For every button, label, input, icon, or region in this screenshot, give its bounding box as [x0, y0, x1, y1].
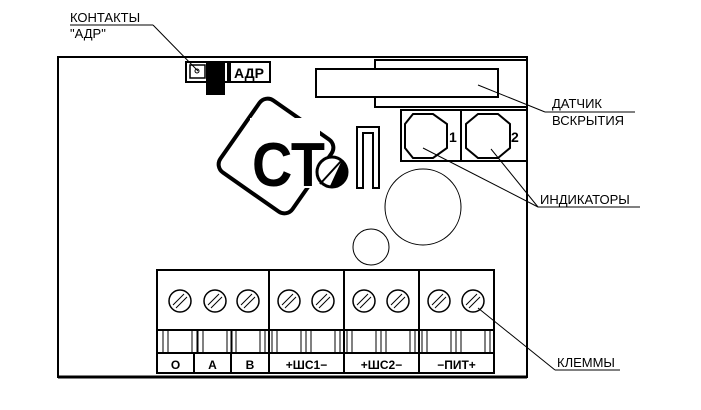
callout-indicators-text: ИНДИКАТОРЫ	[540, 192, 630, 207]
antenna-trace	[356, 126, 380, 189]
terminal-screw	[271, 289, 307, 354]
callout-contacts-line1: КОНТАКТЫ	[70, 10, 140, 25]
terminal-screw	[305, 289, 341, 354]
terminal-screw	[380, 289, 416, 354]
tamper-sensor	[315, 59, 528, 108]
terminal-screw	[197, 289, 233, 354]
terminal-screw	[455, 289, 491, 354]
logo: СТ	[216, 96, 349, 216]
indicators: 1 2	[400, 109, 528, 162]
indicator-led-1	[404, 113, 448, 159]
terminal-screw	[421, 289, 457, 354]
indicator-1-label: 1	[449, 129, 457, 145]
terminal-screw	[230, 289, 266, 354]
callout-sensor-line1: ДАТЧИК	[552, 96, 602, 111]
callout-indicators: ИНДИКАТОРЫ	[422, 147, 640, 208]
callout-contacts: КОНТАКТЫ "АДР"	[70, 10, 199, 72]
terminal-label: −ПИТ+	[437, 358, 476, 372]
callout-terminals: КЛЕММЫ	[477, 307, 620, 371]
adr-label: АДР	[234, 65, 264, 81]
small-round-component	[352, 228, 390, 266]
logo-text: СТ	[252, 131, 325, 199]
adr-jumper: АДР	[185, 61, 271, 95]
terminal-label: +ШС1−	[286, 358, 327, 372]
terminal-label: А	[208, 358, 217, 372]
large-round-component	[384, 168, 462, 246]
callout-sensor-line2: ВСКРЫТИЯ	[552, 113, 624, 128]
callout-contacts-line2: "АДР"	[70, 26, 106, 41]
terminal-label: +ШС2−	[361, 358, 402, 372]
indicator-2-label: 2	[511, 129, 519, 145]
terminal-screw	[346, 289, 382, 354]
terminal-label: В	[246, 358, 255, 372]
callout-sensor: ДАТЧИК ВСКРЫТИЯ	[477, 84, 635, 128]
callout-terminals-text: КЛЕММЫ	[557, 355, 615, 370]
terminal-screw	[162, 289, 198, 354]
terminal-label: О	[171, 358, 180, 372]
indicator-led-2	[465, 113, 511, 159]
